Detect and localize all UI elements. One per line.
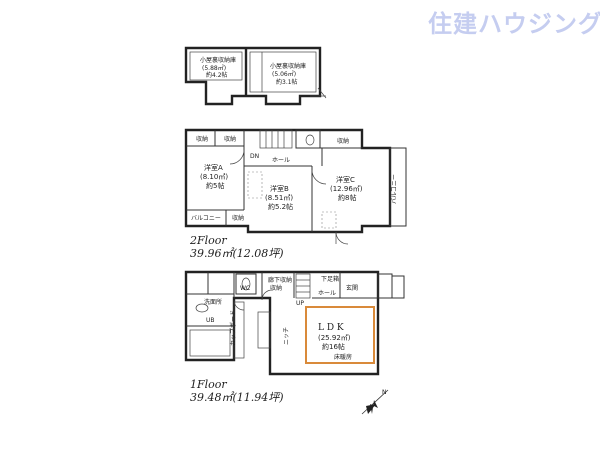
compass-icon: N <box>361 389 389 415</box>
f2-roomC-area: (12.96㎡) <box>330 185 363 193</box>
floor2-area: 39.96㎡(12.08坪) <box>190 247 284 260</box>
f1-ldk-area: (25.92㎡) <box>318 334 351 342</box>
f2-roomB-tatami: 約5.2帖 <box>268 202 293 211</box>
f1-hall-storage: 廊下収納 <box>268 276 292 284</box>
f2-storage3: 収納 <box>337 137 349 145</box>
floor2-plan: 収納 収納 収納 収納 ホール DN バルコニー バルコニー 洋室A (8.10… <box>184 128 407 245</box>
f1-ub: UB <box>206 317 215 324</box>
f2-roomB-area: (8.51㎡) <box>265 194 293 202</box>
f1-wc: WC <box>240 285 250 292</box>
loft-room1-name: 小屋裏収納庫 <box>200 56 236 64</box>
f2-storage1: 収納 <box>196 135 208 143</box>
f1-cupboard: カップボード <box>229 310 237 346</box>
f1-entrance: 玄関 <box>346 284 358 292</box>
f1-ldk-floor-heating: 床暖房 <box>334 353 352 361</box>
f1-shoebox: 下足箱 <box>321 275 339 283</box>
loft-room2-area: (5.06㎡) <box>272 70 296 78</box>
f1-ldk-name: L D K <box>318 323 344 333</box>
floor1-area: 39.48㎡(11.94坪) <box>190 391 284 404</box>
f1-hall: ホール <box>318 290 336 297</box>
f2-hall: ホール <box>272 157 290 164</box>
floor1-label: 1Floor <box>190 378 227 391</box>
f2-storage2: 収納 <box>224 135 236 143</box>
f2-roomA-area: (8.10㎡) <box>200 173 228 181</box>
brand-logo: 住建ハウジング <box>428 10 600 38</box>
loft-room2-tatami: 約3.1帖 <box>276 78 298 86</box>
f2-roomC-tatami: 約8帖 <box>338 193 356 202</box>
f2-balcony-right: バルコニー <box>391 174 398 204</box>
f2-dn: DN <box>250 153 259 160</box>
loft-room1-tatami: 約4.2帖 <box>206 71 228 79</box>
f2-storage4: 収納 <box>232 214 244 222</box>
f1-storage: 収納 <box>270 284 282 292</box>
f1-up: UP <box>296 300 304 307</box>
floor1-plan: 洗面所 UB カップボード 廊下収納 下足箱 玄関 ホール UP WC 収納 ニ… <box>184 270 405 376</box>
loft-room2-name: 小屋裏収納庫 <box>270 62 306 70</box>
f2-roomC-name: 洋室C <box>336 175 355 184</box>
f1-washroom: 洗面所 <box>204 298 222 306</box>
f1-ldk-tatami: 約16帖 <box>322 342 345 351</box>
floor2-label: 2Floor <box>189 234 227 247</box>
f2-roomA-tatami: 約5帖 <box>206 181 224 190</box>
f1-niche: ニッチ <box>283 327 290 345</box>
f2-balcony-left: バルコニー <box>191 215 221 222</box>
f2-roomA-name: 洋室A <box>204 163 223 172</box>
loft-room1-area: (5.88㎡) <box>202 64 226 72</box>
compass-north: N <box>382 389 387 396</box>
loft-plan: 小屋裏収納庫 (5.88㎡) 約4.2帖 小屋裏収納庫 (5.06㎡) 約3.1… <box>184 46 327 106</box>
f2-roomB-name: 洋室B <box>270 184 289 193</box>
